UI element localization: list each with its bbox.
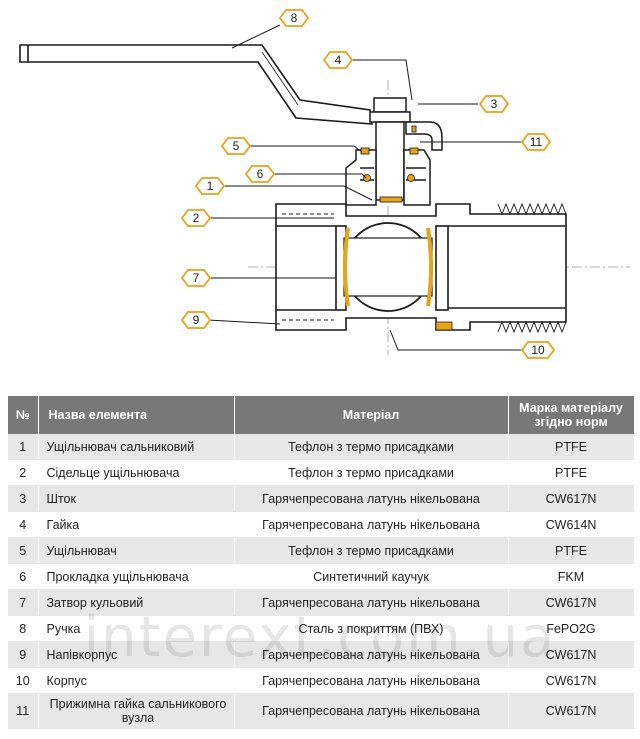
svg-text:1: 1 <box>207 179 214 193</box>
row-material: Сталь з покриттям (ПВХ) <box>234 615 509 642</box>
header-mark-line1: Марка матеріалу <box>519 401 623 415</box>
svg-text:9: 9 <box>193 313 200 327</box>
gland-nut <box>405 121 443 151</box>
row-material: Синтетичний каучук <box>234 563 509 590</box>
leader-lines <box>207 24 522 351</box>
row-name: Гайка <box>38 511 235 538</box>
table-row: 1 Ущільнювач сальниковий Тефлон з термо … <box>8 434 635 460</box>
row-num: 11 <box>8 693 39 729</box>
materials-table: № Назва елемента Матеріал Марка матеріал… <box>8 396 635 729</box>
materials-table-wrapper: № Назва елемента Матеріал Марка матеріал… <box>8 396 635 729</box>
svg-text:11: 11 <box>530 135 543 149</box>
row-name: Сідельце ущільнювача <box>38 459 235 486</box>
callout-8: 8 <box>278 9 310 27</box>
table-row: 2 Сідельце ущільнювача Тефлон з термо пр… <box>8 459 635 486</box>
callouts: 8 4 3 11 5 6 1 2 7 9 10 <box>180 9 556 359</box>
svg-text:5: 5 <box>233 139 240 153</box>
row-num: 4 <box>8 511 39 538</box>
row-material: Гарячепресована латунь нікельована <box>234 667 509 694</box>
row-num: 5 <box>8 537 39 564</box>
svg-text:10: 10 <box>531 343 545 357</box>
row-name: Напівкорпус <box>38 641 235 668</box>
table-row: 3 Шток Гарячепресована латунь нікельован… <box>8 485 635 512</box>
row-material: Гарячепресована латунь нікельована <box>234 589 509 616</box>
row-mark: PTFE <box>508 537 635 564</box>
threads <box>282 202 567 334</box>
table-row: 11 Прижимна гайка сальникового вузла Гар… <box>8 693 635 729</box>
row-num: 9 <box>8 641 39 668</box>
row-num: 2 <box>8 459 39 486</box>
header-mark-line2: згідно норм <box>534 415 608 429</box>
row-name: Затвор кульовий <box>38 589 235 616</box>
table-row: 8 Ручка Сталь з покриттям (ПВХ) FePO2G <box>8 615 635 642</box>
row-material: Тефлон з термо присадками <box>234 537 509 564</box>
row-name: Прокладка ущільнювача <box>38 563 235 590</box>
row-material: Гарячепресована латунь нікельована <box>234 693 509 729</box>
stem <box>375 121 405 201</box>
svg-text:4: 4 <box>335 53 342 67</box>
row-name: Прижимна гайка сальникового вузла <box>38 693 235 729</box>
table-row: 9 Напівкорпус Гарячепресована латунь нік… <box>8 641 635 668</box>
row-mark: CW617N <box>508 485 635 512</box>
row-material: Тефлон з термо присадками <box>234 459 509 486</box>
handle <box>19 44 373 125</box>
row-mark: CW617N <box>508 667 635 694</box>
row-name: Корпус <box>38 667 235 694</box>
callout-11: 11 <box>520 133 552 151</box>
row-mark: PTFE <box>508 434 635 460</box>
body-seal <box>435 321 453 331</box>
row-mark: CW617N <box>508 693 635 729</box>
row-num: 6 <box>8 563 39 590</box>
row-name: Ручка <box>38 615 235 642</box>
callout-3: 3 <box>478 95 510 113</box>
ball <box>343 222 433 312</box>
callout-5: 5 <box>220 137 252 155</box>
callout-6: 6 <box>244 165 276 183</box>
row-name: Ущільнювач <box>38 537 235 564</box>
callout-1: 1 <box>194 177 226 195</box>
header-material: Матеріал <box>234 396 509 434</box>
row-num: 1 <box>8 434 39 460</box>
svg-text:3: 3 <box>491 97 498 111</box>
row-num: 10 <box>8 667 39 694</box>
row-num: 7 <box>8 589 39 616</box>
svg-text:2: 2 <box>193 211 200 225</box>
header-num: № <box>8 396 39 434</box>
callout-10: 10 <box>520 341 556 359</box>
row-mark: CW617N <box>508 641 635 668</box>
row-name: Шток <box>38 485 235 512</box>
header-name: Назва елемента <box>38 396 235 434</box>
nut <box>373 97 407 113</box>
svg-text:6: 6 <box>257 167 264 181</box>
ball-valve-cross-section-diagram: 8 4 3 11 5 6 1 2 7 9 10 <box>19 9 630 359</box>
callout-2: 2 <box>180 209 212 227</box>
row-mark: CW614N <box>508 511 635 538</box>
row-material: Гарячепресована латунь нікельована <box>234 485 509 512</box>
row-num: 3 <box>8 485 39 512</box>
row-material: Гарячепресована латунь нікельована <box>234 641 509 668</box>
callout-4: 4 <box>322 51 354 69</box>
table-header-row: № Назва елемента Матеріал Марка матеріал… <box>8 396 635 434</box>
row-mark: FePO2G <box>508 615 635 642</box>
row-mark: PTFE <box>508 459 635 486</box>
callout-9: 9 <box>180 311 212 329</box>
row-material: Гарячепресована латунь нікельована <box>234 511 509 538</box>
callout-7: 7 <box>180 269 212 287</box>
svg-text:7: 7 <box>193 271 200 285</box>
row-mark: FKM <box>508 563 635 590</box>
table-row: 5 Ущільнювач Тефлон з термо присадками P… <box>8 537 635 564</box>
row-num: 8 <box>8 615 39 642</box>
row-name: Ущільнювач сальниковий <box>38 434 235 460</box>
svg-text:8: 8 <box>291 11 298 25</box>
table-row: 10 Корпус Гарячепресована латунь нікельо… <box>8 667 635 694</box>
table-row: 7 Затвор кульовий Гарячепресована латунь… <box>8 589 635 616</box>
row-material: Тефлон з термо присадками <box>234 434 509 460</box>
header-mark: Марка матеріалу згідно норм <box>508 396 635 434</box>
row-mark: CW617N <box>508 589 635 616</box>
row-name-text: Прижимна гайка сальникового вузла <box>49 697 227 725</box>
table-row: 4 Гайка Гарячепресована латунь нікельова… <box>8 511 635 538</box>
table-row: 6 Прокладка ущільнювача Синтетичний кауч… <box>8 563 635 590</box>
